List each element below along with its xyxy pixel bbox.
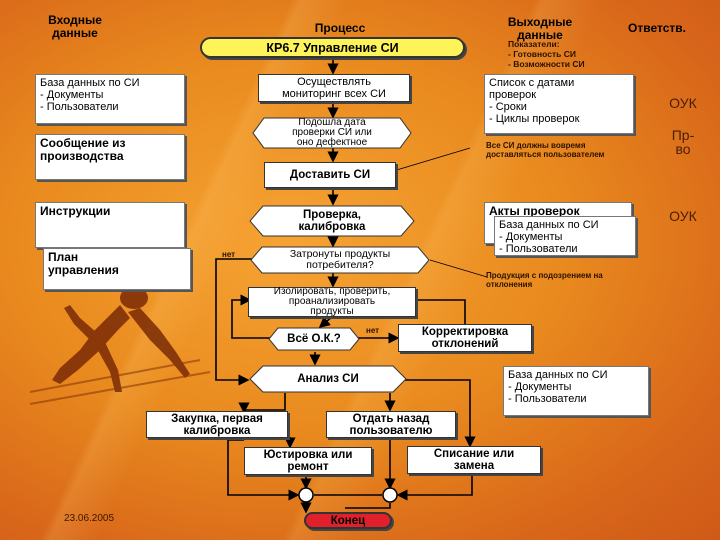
step-end: Конец (304, 512, 392, 529)
step-correction: Корректировка отклонений (398, 324, 532, 352)
note-delivery: Все СИ должны вовремя доставляться польз… (486, 141, 605, 159)
input-plan: План управления (43, 248, 191, 290)
output-database-3: База данных по СИ - Документы - Пользова… (503, 366, 649, 416)
process-title: КР6.7 Управление СИ (200, 37, 465, 58)
step-analysis-shape (249, 365, 407, 393)
step-writeoff: Списание или замена (407, 446, 541, 474)
output-database-2: База данных по СИ - Документы - Пользова… (494, 216, 636, 256)
step-deliver: Доставить СИ (264, 162, 396, 188)
step-monitoring: Осуществлять мониторинг всех СИ (258, 74, 410, 102)
responsible-ouk-2: ОУК (669, 208, 697, 224)
decision-date-due: Подошла дата проверки СИ или оно дефектн… (292, 117, 372, 148)
responsible-production: Пр- во (671, 127, 695, 157)
decision-all-ok-shape (268, 327, 360, 351)
decision-affected-shape (250, 246, 430, 274)
step-verify-shape (249, 205, 415, 237)
footer-date: 23.06.2005 (64, 513, 115, 524)
input-production-message: Сообщение из производства (35, 134, 185, 180)
decision-all-ok: Всё О.К.? (287, 333, 341, 345)
header-process: Процесс (314, 21, 366, 35)
note-suspect-products: Продукция с подозрением на отклонения (486, 271, 603, 289)
indicators-text: Показатели: - Готовность СИ - Возможност… (508, 39, 585, 69)
input-instructions: Инструкции (35, 202, 185, 248)
step-purchase: Закупка, первая калибровка (146, 411, 288, 438)
step-analysis: Анализ СИ (297, 373, 359, 385)
step-repair: Юстировка или ремонт (244, 447, 372, 475)
step-isolate: Изолировать, проверить, проанализировать… (248, 287, 416, 317)
header-outputs: Выходные данные (507, 15, 573, 42)
decision-affected: Затронуты продукты потребителя? (289, 248, 391, 271)
step-verify: Проверка, калибровка (298, 209, 366, 233)
step-return: Отдать назад пользователю (326, 411, 456, 438)
decision-date-due-shape (252, 117, 412, 149)
header-inputs: Входные данные (48, 13, 102, 40)
output-check-list: Список с датами проверок - Сроки - Циклы… (484, 74, 634, 134)
responsible-ouk-1: ОУК (669, 95, 697, 111)
header-responsible: Ответств. (628, 21, 686, 35)
label-no-ok: нет (366, 326, 380, 335)
label-no-affected: нет (222, 250, 236, 259)
input-database: База данных по СИ - Документы - Пользова… (35, 74, 185, 124)
